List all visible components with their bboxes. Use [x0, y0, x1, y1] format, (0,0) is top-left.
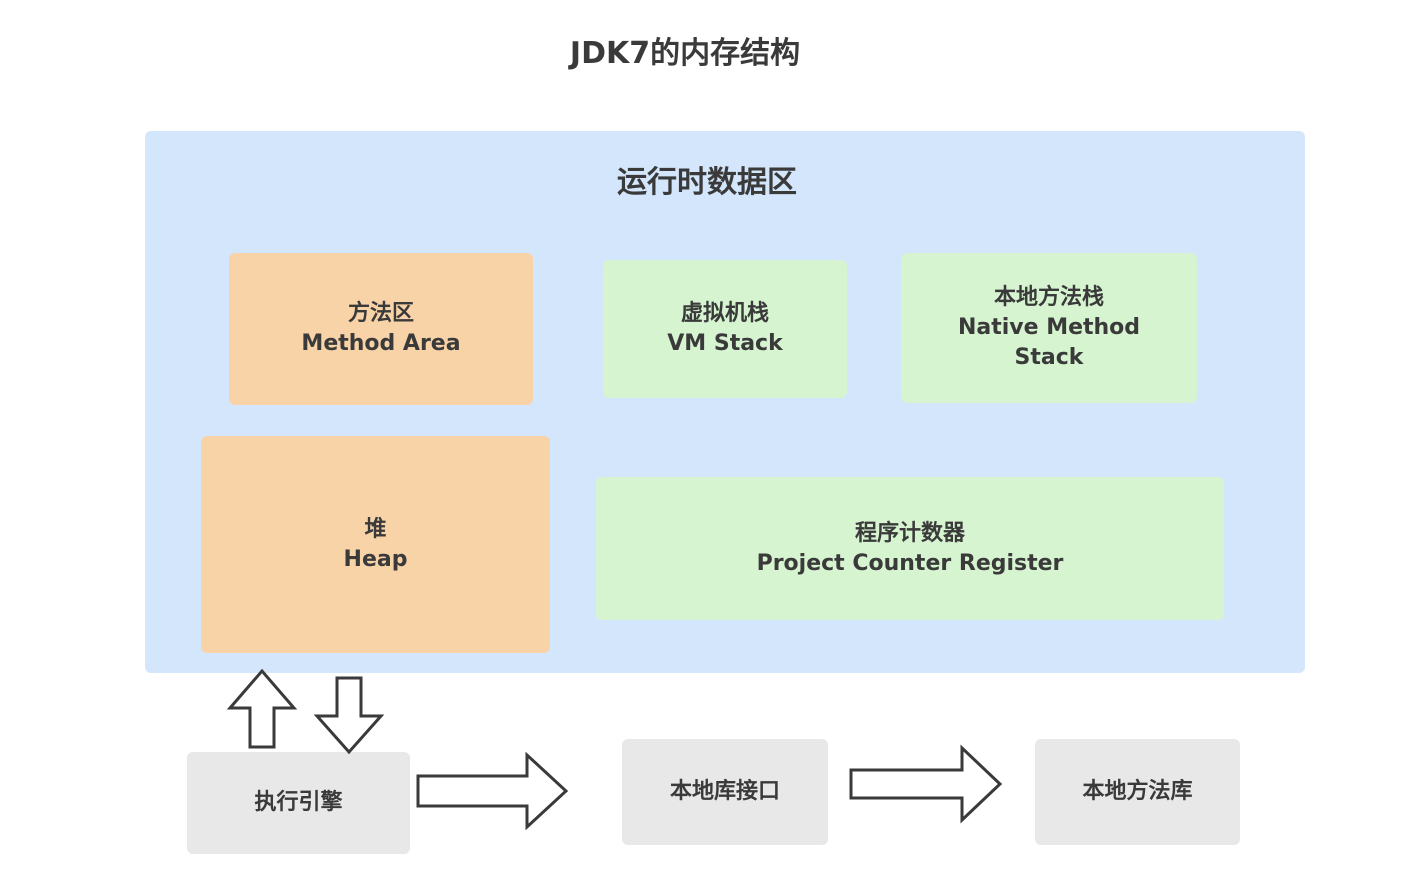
- heap-en: Heap: [343, 546, 408, 572]
- right-arrow-icon: [416, 751, 569, 831]
- up-arrow-icon: [226, 668, 298, 749]
- vm-stack-en: VM Stack: [667, 331, 783, 356]
- native-library-label: 本地方法库: [1082, 779, 1193, 804]
- native-library-box: 本地方法库: [1035, 739, 1240, 845]
- native-method-stack-box: 本地方法栈 Native Method Stack: [901, 253, 1197, 403]
- heap-zh: 堆: [364, 516, 387, 542]
- native-interface-label: 本地库接口: [669, 779, 780, 804]
- down-arrow-icon: [313, 676, 385, 755]
- method-area-zh: 方法区: [347, 301, 414, 326]
- vm-stack-zh: 虚拟机栈: [680, 301, 769, 326]
- program-counter-en: Project Counter Register: [756, 550, 1064, 576]
- program-counter-zh: 程序计数器: [854, 520, 965, 546]
- diagram-title: JDK7的内存结构: [569, 36, 801, 71]
- method-area-box: 方法区 Method Area: [229, 253, 533, 405]
- right-arrow-icon: [849, 744, 1003, 824]
- native-interface-box: 本地库接口: [622, 739, 828, 845]
- program-counter-box: 程序计数器 Project Counter Register: [596, 477, 1224, 620]
- native-method-stack-en-line2: Stack: [1014, 345, 1084, 370]
- runtime-data-area-title: 运行时数据区: [617, 165, 797, 200]
- method-area-en: Method Area: [301, 331, 461, 356]
- execution-engine-box: 执行引擎: [187, 752, 410, 854]
- native-method-stack-en-line1: Native Method: [957, 315, 1141, 340]
- execution-engine-label: 执行引擎: [254, 790, 343, 815]
- heap-box: 堆 Heap: [201, 436, 550, 653]
- native-method-stack-zh: 本地方法栈: [993, 285, 1104, 310]
- vm-stack-box: 虚拟机栈 VM Stack: [603, 260, 847, 398]
